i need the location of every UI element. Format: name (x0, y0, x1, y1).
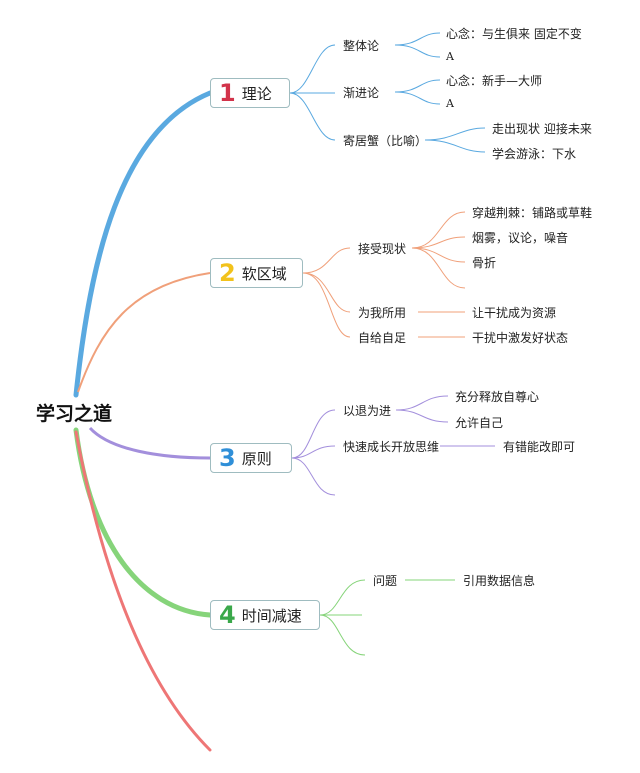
leaf-4-1-1[interactable]: 引用数据信息 (463, 574, 536, 588)
topic-4-number: 4 (219, 601, 236, 629)
branch-line-extra (74, 430, 212, 752)
topic-4[interactable]: 4 时间减速 (210, 600, 320, 630)
leaf-2-1-3[interactable]: 骨折 (472, 256, 497, 270)
branch-3-connectors (291, 395, 495, 496)
leaf-1-3-2[interactable]: 学会游泳：下水 (492, 147, 577, 161)
topic-3-label: 原则 (241, 449, 272, 468)
leaf-1-1-2[interactable]: A (446, 50, 454, 63)
leaf-1-3-1[interactable]: 走出现状 迎接未来 (492, 122, 592, 136)
topic-3[interactable]: 3 原则 (210, 443, 292, 473)
branch-4-connectors (319, 579, 455, 656)
topic-3-number: 3 (219, 444, 236, 472)
root-topic[interactable]: 学习之道 (36, 403, 113, 425)
leaf-3-1-1[interactable]: 充分释放自尊心 (455, 390, 540, 404)
branch-line-2 (77, 272, 211, 393)
topic-1-label: 理论 (241, 84, 272, 103)
branch-line-1 (73, 90, 213, 398)
subtopic-4-1[interactable]: 问题 (373, 574, 398, 588)
topic-4-label: 时间减速 (241, 606, 302, 625)
leaf-1-2-1[interactable]: 心念：新手—大师 (446, 74, 543, 88)
branch-2-connectors (302, 211, 466, 338)
subtopic-1-1[interactable]: 整体论 (343, 39, 380, 53)
leaf-2-1-1[interactable]: 穿越荆棘：铺路或草鞋 (472, 206, 593, 220)
subtopic-3-1[interactable]: 以退为进 (343, 404, 392, 418)
topic-1-number: 1 (219, 79, 236, 107)
subtopic-2-3[interactable]: 自给自足 (358, 331, 407, 345)
subtopic-1-3[interactable]: 寄居蟹（比喻） (343, 134, 428, 148)
topic-2-number: 2 (219, 259, 236, 287)
branch-line-3 (88, 426, 211, 460)
leaf-1-1-1[interactable]: 心念：与生俱来 固定不变 (446, 27, 582, 41)
branch-1-connectors (289, 32, 486, 153)
leaf-2-1-2[interactable]: 烟雾，议论，噪音 (472, 231, 569, 245)
topic-2[interactable]: 2 软区域 (210, 258, 303, 288)
leaf-3-2-1[interactable]: 有错能改即可 (503, 440, 576, 454)
leaf-3-1-2[interactable]: 允许自己 (455, 416, 504, 430)
subtopic-3-2[interactable]: 快速成长开放思维 (343, 440, 440, 454)
topic-1[interactable]: 1 理论 (210, 78, 290, 108)
subtopic-1-2[interactable]: 渐进论 (343, 86, 380, 100)
subtopic-2-2[interactable]: 为我所用 (358, 306, 407, 320)
subtopic-2-1[interactable]: 接受现状 (358, 242, 407, 256)
leaf-2-2-1[interactable]: 让干扰成为资源 (472, 306, 557, 320)
leaf-2-3-1[interactable]: 干扰中激发好状态 (472, 331, 569, 345)
topic-2-label: 软区域 (241, 264, 287, 283)
leaf-1-2-2[interactable]: A (446, 97, 454, 110)
